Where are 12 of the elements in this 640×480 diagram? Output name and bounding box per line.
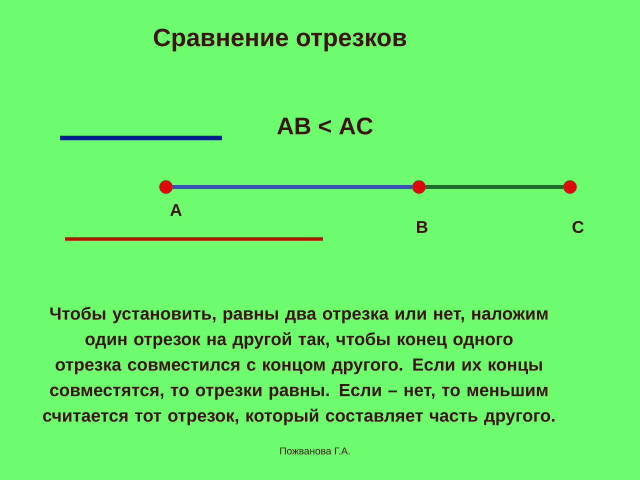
point-dot xyxy=(159,180,173,194)
point-label: C xyxy=(572,220,584,234)
point-label: A xyxy=(170,204,182,216)
point-dot xyxy=(412,180,426,194)
author-credit: Пожванова Г.А. xyxy=(280,448,350,454)
point-label: B xyxy=(417,221,428,233)
segment-line xyxy=(172,185,412,189)
formula-text: AB < AC xyxy=(277,118,373,134)
title: Сравнение отрезков xyxy=(154,28,406,52)
segment-line xyxy=(426,185,564,189)
point-dot xyxy=(563,180,577,194)
paragraph: Чтобы установить, равны два отрезка или нет, наложим один отрезок на другой так, чтобы конец одного отрезка совместился с концом другого. Если их концы совместятся, то отрезки равны. Если – нет, то меньшим считается тот отрезок, который составляет часть другого. xyxy=(43,306,554,426)
